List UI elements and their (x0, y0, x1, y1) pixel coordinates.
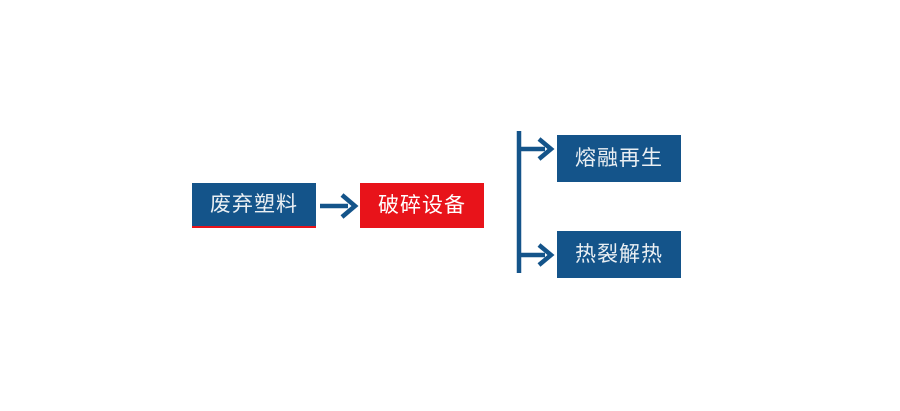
node-pyrolysis-heat-label: 热裂解热 (575, 243, 663, 266)
node-crushing-equipment[interactable]: 破碎设备 (360, 183, 484, 228)
node-crushing-equipment-label: 破碎设备 (378, 194, 466, 217)
arrow-waste-to-crusher (318, 188, 362, 224)
node-waste-plastic[interactable]: 废弃塑料 (192, 183, 316, 228)
node-melt-regeneration[interactable]: 熔融再生 (557, 135, 681, 182)
node-waste-plastic-label: 废弃塑料 (210, 193, 298, 216)
arrow-right-icon (320, 193, 359, 219)
node-melt-regeneration-label: 熔融再生 (575, 147, 663, 170)
node-pyrolysis-heat[interactable]: 热裂解热 (557, 231, 681, 278)
